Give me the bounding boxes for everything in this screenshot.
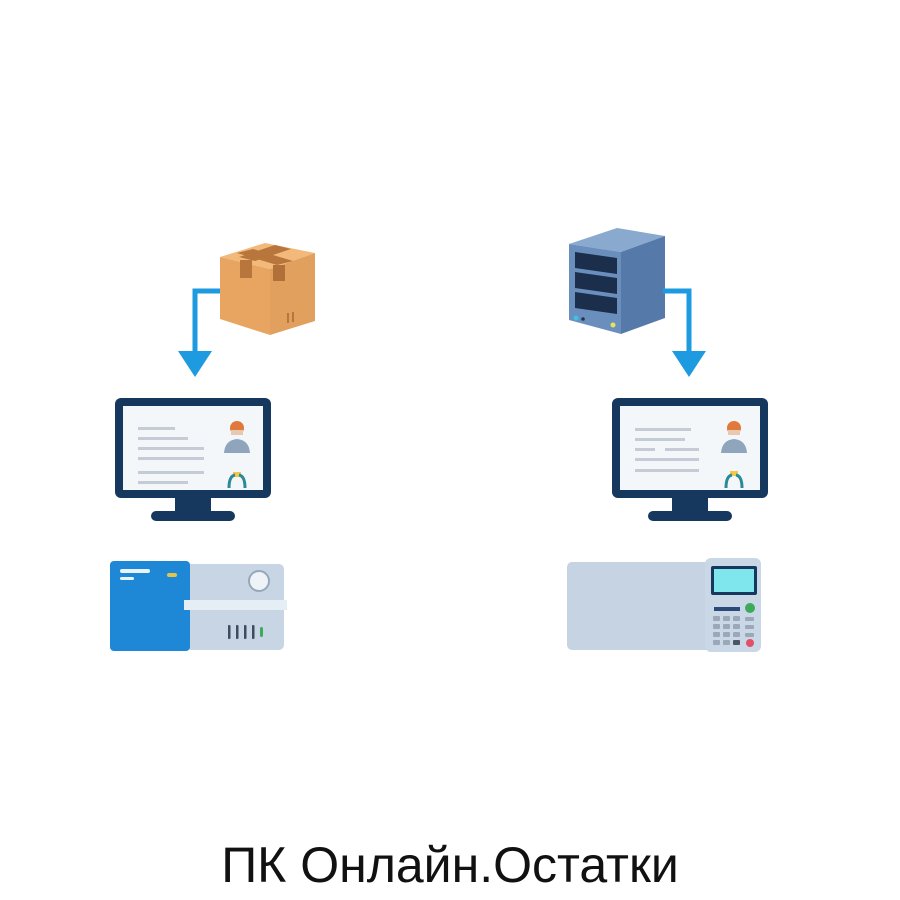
arrow-down-right [663,288,706,377]
label-printer-icon [110,561,287,651]
diagram-caption: ПК Онлайн.Остатки [221,837,679,893]
cash-register-terminal-icon [567,558,761,652]
server-icon [569,228,665,334]
left-flow [0,0,450,820]
right-flow [450,0,900,820]
monitor-icon [612,398,768,521]
monitor-icon [115,398,271,521]
arrow-down-left [178,288,220,377]
cardboard-box-icon [220,243,315,335]
